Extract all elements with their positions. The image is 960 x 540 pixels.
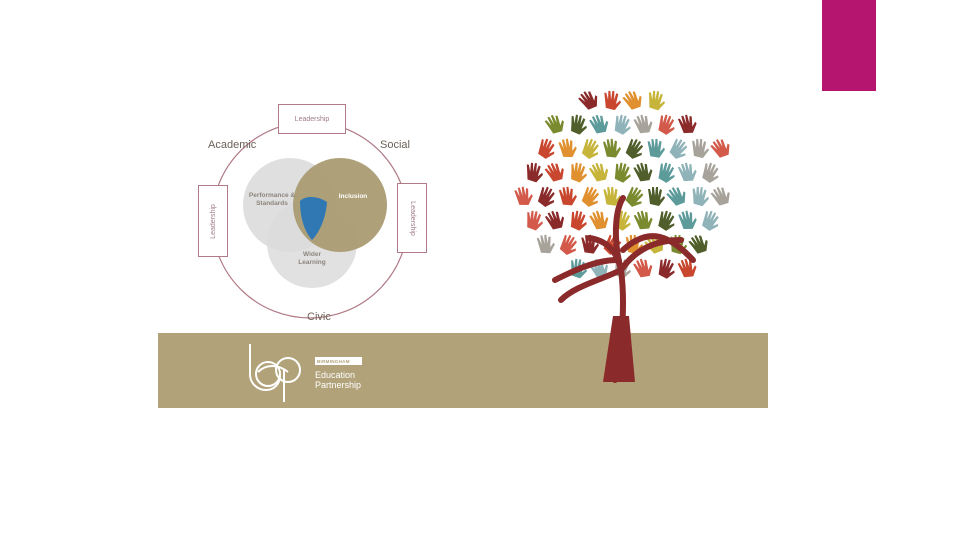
hand-icon <box>558 137 578 159</box>
hand-icon <box>589 208 612 232</box>
hand-icon <box>588 112 611 136</box>
venn-bottom-line1: Wider <box>294 251 330 259</box>
leadership-box-left: Leadership <box>198 185 228 257</box>
hand-icon <box>665 183 690 208</box>
hand-icon <box>559 186 578 207</box>
venn-left-line1: Performance & <box>242 192 302 200</box>
hand-icon <box>612 114 633 137</box>
hand-icon <box>700 161 723 185</box>
hand-icon <box>588 160 611 184</box>
logo-line2: Partnership <box>315 380 361 390</box>
hand-icon <box>544 112 568 137</box>
hand-icon <box>633 160 655 184</box>
hand-icon <box>677 161 699 184</box>
hand-icon <box>678 209 699 231</box>
hand-icon <box>557 233 581 258</box>
hand-icon <box>687 231 711 256</box>
hand-icon <box>621 90 645 112</box>
accent-bar <box>822 0 876 91</box>
leadership-box-top: Leadership <box>278 104 346 134</box>
logo-tag: BIRMINGHAM <box>315 357 362 365</box>
hand-icon <box>691 187 709 207</box>
hand-icon <box>710 184 734 209</box>
hand-icon <box>535 185 558 209</box>
hand-icon <box>667 137 692 162</box>
hand-icon <box>568 210 589 232</box>
hand-icon <box>632 256 655 280</box>
hand-icon <box>514 185 535 207</box>
hand-icon <box>656 209 678 233</box>
leadership-diagram: Leadership Leadership Leadership Academi… <box>190 95 440 335</box>
hand-icon <box>647 90 666 111</box>
leadership-left-label: Leadership <box>210 204 217 239</box>
hand-icon <box>569 114 589 136</box>
hand-icon <box>536 137 559 161</box>
hand-icon <box>604 91 622 111</box>
leadership-right-label: Leadership <box>409 201 416 236</box>
logo-line1: Education <box>315 370 355 380</box>
bep-logo-icon <box>244 340 314 404</box>
inclusion-label: Inclusion <box>333 193 373 201</box>
hands-tree-illustration <box>505 90 745 390</box>
hand-icon <box>577 90 602 113</box>
hand-icon <box>569 162 589 183</box>
hand-icon <box>579 137 603 162</box>
hand-icon <box>656 161 678 184</box>
leadership-top-label: Leadership <box>295 116 330 123</box>
social-label: Social <box>380 139 410 151</box>
venn-bottom-line2: Learning <box>294 259 330 267</box>
hand-icon <box>677 113 698 136</box>
hand-icon <box>603 138 622 159</box>
wider-learning-label: Wider Learning <box>294 251 330 267</box>
civic-label: Civic <box>307 311 331 323</box>
hand-icon <box>647 138 665 158</box>
hand-icon <box>656 113 678 136</box>
hand-icon <box>709 135 733 160</box>
hand-icon <box>525 210 544 231</box>
hand-icon <box>525 162 544 182</box>
hand-icon <box>612 162 633 184</box>
venn-left-line2: Standards <box>242 200 302 208</box>
hand-icon <box>633 112 655 135</box>
hand-icon <box>656 258 677 281</box>
hand-icon <box>648 187 665 206</box>
hand-icon <box>544 160 568 185</box>
hand-icon <box>536 234 556 255</box>
hand-icon <box>579 185 603 210</box>
hand-icon <box>544 208 567 232</box>
hand-icon <box>633 209 655 232</box>
academic-label: Academic <box>208 139 256 151</box>
leadership-box-right: Leadership <box>397 183 427 253</box>
hand-icon <box>623 185 648 210</box>
hand-icon <box>692 139 709 158</box>
performance-standards-label: Performance & Standards <box>242 192 302 208</box>
hand-icon <box>699 209 722 233</box>
hand-icon <box>623 137 647 162</box>
